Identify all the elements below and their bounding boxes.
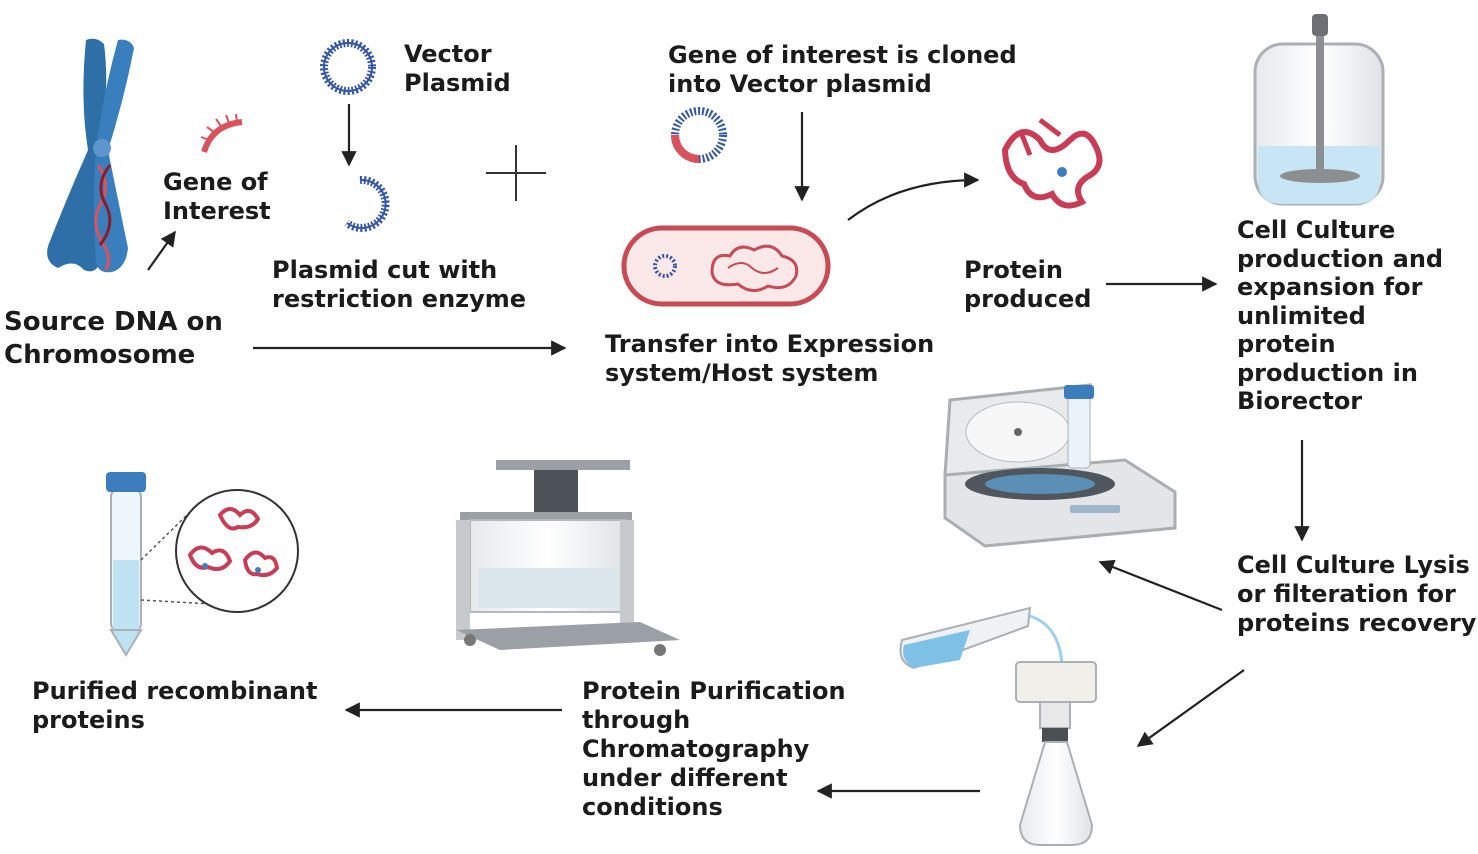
chromatography-icon <box>456 460 680 656</box>
label-gene-of-interest: Gene of Interest <box>163 168 271 225</box>
host-cell-icon <box>621 225 831 307</box>
label-protein-produced: Protein produced <box>964 256 1092 313</box>
label-gene-cloned: Gene of interest is cloned into Vector p… <box>668 41 1017 98</box>
vector-plasmid-icon <box>320 39 376 95</box>
arrow-to-centrifuge <box>1098 559 1223 612</box>
protein-icon <box>1001 118 1103 209</box>
chromosome-icon <box>47 38 134 273</box>
gene-fragment-icon <box>200 113 243 153</box>
label-cell-culture: Cell Culture production and expansion fo… <box>1237 216 1444 415</box>
label-purification: Protein Purification through Chromatogra… <box>582 677 846 821</box>
arrow-to-gene <box>147 230 176 271</box>
flow-arrows <box>147 104 1310 799</box>
label-lysis: Cell Culture Lysis or filteration for pr… <box>1237 551 1477 637</box>
centrifuge-icon <box>943 383 1177 548</box>
recombinant-plasmid-icon <box>671 107 727 163</box>
protein-zoom-icon <box>175 489 299 613</box>
bioreactor-icon <box>1253 14 1385 206</box>
label-plasmid-cut: Plasmid cut with restriction enzyme <box>272 256 527 313</box>
label-transfer: Transfer into Expression system/Host sys… <box>605 330 935 387</box>
cut-plasmid-icon <box>344 175 390 232</box>
filtration-icon <box>899 606 1097 846</box>
plus-icon <box>486 145 546 201</box>
label-purified: Purified recombinant proteins <box>32 677 318 734</box>
label-vector-plasmid: Vector Plasmid <box>404 40 511 97</box>
arrow-to-filtration <box>1136 669 1245 747</box>
label-source-dna: Source DNA on Chromosome <box>4 307 223 370</box>
purified-tube-icon <box>106 472 213 657</box>
arrow-to-protein <box>847 172 980 221</box>
